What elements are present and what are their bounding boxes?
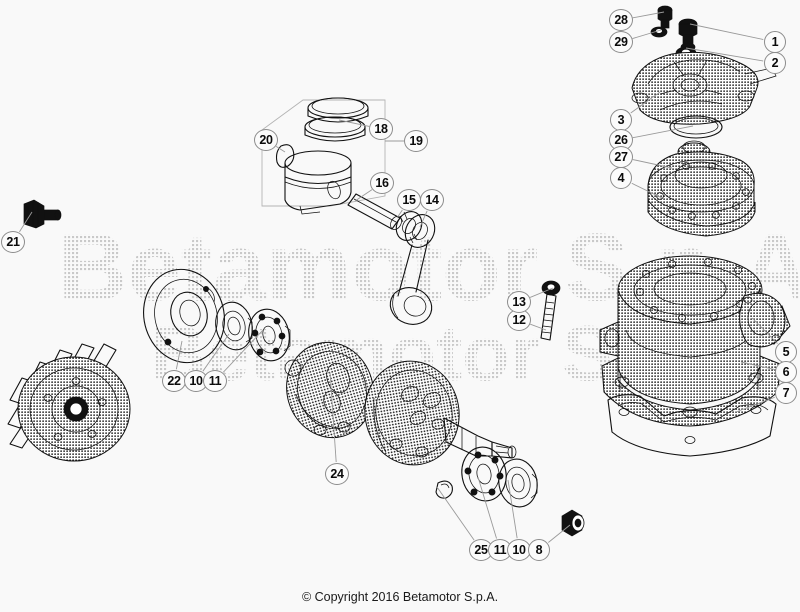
callout-main-bearing[interactable]: 10 (184, 370, 208, 392)
callout-decompression-screw[interactable]: 28 (609, 9, 633, 31)
leader-line-stator-rotor (175, 340, 183, 370)
part-flywheel (7, 343, 131, 462)
part-stud-nut (541, 280, 561, 296)
callout-piston-pin[interactable]: 16 (370, 172, 394, 194)
leader-lines (19, 11, 778, 543)
leader-line-crankshaft-assembly (329, 371, 337, 463)
callout-head-o-ring[interactable]: 26 (609, 129, 633, 151)
part-ball-bearing-left (248, 308, 291, 362)
leader-line-base-gasket (735, 396, 775, 413)
leader-line-circlip (275, 146, 286, 153)
leader-line-piston-ring (338, 119, 370, 127)
part-piston (284, 150, 352, 215)
leader-line-ball-bearing (477, 476, 497, 539)
leader-line-flywheel-bolt (19, 211, 33, 233)
part-crankshaft-nut (561, 509, 585, 537)
leader-line-crankshaft-nut (548, 524, 571, 543)
leader-line-woodruff-key (436, 486, 475, 541)
callout-main-bearing[interactable]: 10 (507, 539, 531, 561)
callout-stator-rotor[interactable]: 22 (162, 370, 186, 392)
part-piston-ring (304, 97, 369, 142)
part-circlip (275, 144, 295, 168)
callout-cylinder-head-washer[interactable]: 2 (764, 52, 786, 74)
callout-flywheel-bolt[interactable]: 21 (1, 231, 25, 253)
callout-ball-bearing[interactable]: 11 (203, 370, 227, 392)
callout-decompression-washer[interactable]: 29 (609, 31, 633, 53)
leader-line-connecting-rod (419, 210, 428, 228)
part-crankshaft-assembly (364, 360, 517, 466)
part-main-bearing-left (215, 301, 253, 351)
leader-line-head-o-ring (632, 125, 694, 139)
callout-cylinder[interactable]: 6 (775, 361, 797, 383)
part-power-valve-cover (739, 292, 786, 348)
callout-stud-nut[interactable]: 13 (507, 291, 531, 313)
callout-cylinder-stud[interactable]: 12 (507, 309, 531, 331)
leader-line-power-valve-cover (751, 317, 778, 344)
part-flywheel-bolt (23, 199, 62, 229)
callout-cylinder-head-bolt[interactable]: 1 (764, 31, 786, 53)
leader-line-main-bearing (507, 479, 518, 539)
leader-line-ball-bearing (222, 329, 264, 373)
leader-line-decompression-screw (632, 11, 665, 19)
leader-line-cylinder-head-cover (630, 91, 661, 114)
leader-line-cylinder-head (631, 182, 663, 199)
callout-head-insert[interactable]: 27 (609, 146, 633, 168)
part-cylinder-head-cover (631, 51, 777, 125)
leader-line-decompression-washer (632, 29, 662, 39)
leader-line-stud-nut (529, 287, 554, 298)
callout-circlip[interactable]: 20 (254, 129, 278, 151)
callout-crankshaft-assembly[interactable]: 24 (325, 463, 349, 485)
callout-crankshaft-nut[interactable]: 8 (528, 539, 550, 561)
callout-small-end-bearing[interactable]: 15 (397, 189, 421, 211)
callout-connecting-rod[interactable]: 14 (420, 189, 444, 211)
part-crank-web-left (284, 341, 374, 439)
leader-line-cylinder (740, 361, 775, 370)
leader-line-cylinder-head-bolt (689, 23, 764, 40)
callout-cylinder-head-cover[interactable]: 3 (610, 109, 632, 131)
callout-cylinder-head[interactable]: 4 (610, 167, 632, 189)
part-woodruff-key (435, 480, 453, 499)
callout-power-valve-cover[interactable]: 5 (775, 341, 797, 363)
leader-line-cylinder-stud (530, 323, 547, 331)
leader-line-piston-pin (354, 189, 373, 202)
part-small-end-bearing (395, 211, 423, 244)
part-stator-rotor (143, 268, 225, 364)
part-connecting-rod (389, 214, 436, 325)
leader-line-main-bearing (202, 333, 230, 372)
leader-line-head-insert (632, 159, 673, 169)
part-cylinder-head-bolt (678, 18, 698, 52)
part-decompression-screw (657, 5, 673, 29)
part-main-bearing-right (498, 458, 538, 508)
part-head-o-ring (669, 115, 723, 139)
callout-piston-assembly[interactable]: 19 (404, 130, 428, 152)
part-cylinder-head (647, 140, 756, 237)
part-piston-assembly-box (261, 99, 386, 207)
copyright-notice: © Copyright 2016 Betamotor S.p.A. (301, 590, 499, 604)
leader-line-cylinder-head-washer (685, 47, 764, 62)
leader-line-small-end-bearing (396, 209, 403, 219)
part-cylinder-stud (540, 293, 557, 341)
callout-piston-ring[interactable]: 18 (369, 118, 393, 140)
callout-base-gasket[interactable]: 7 (775, 382, 797, 404)
